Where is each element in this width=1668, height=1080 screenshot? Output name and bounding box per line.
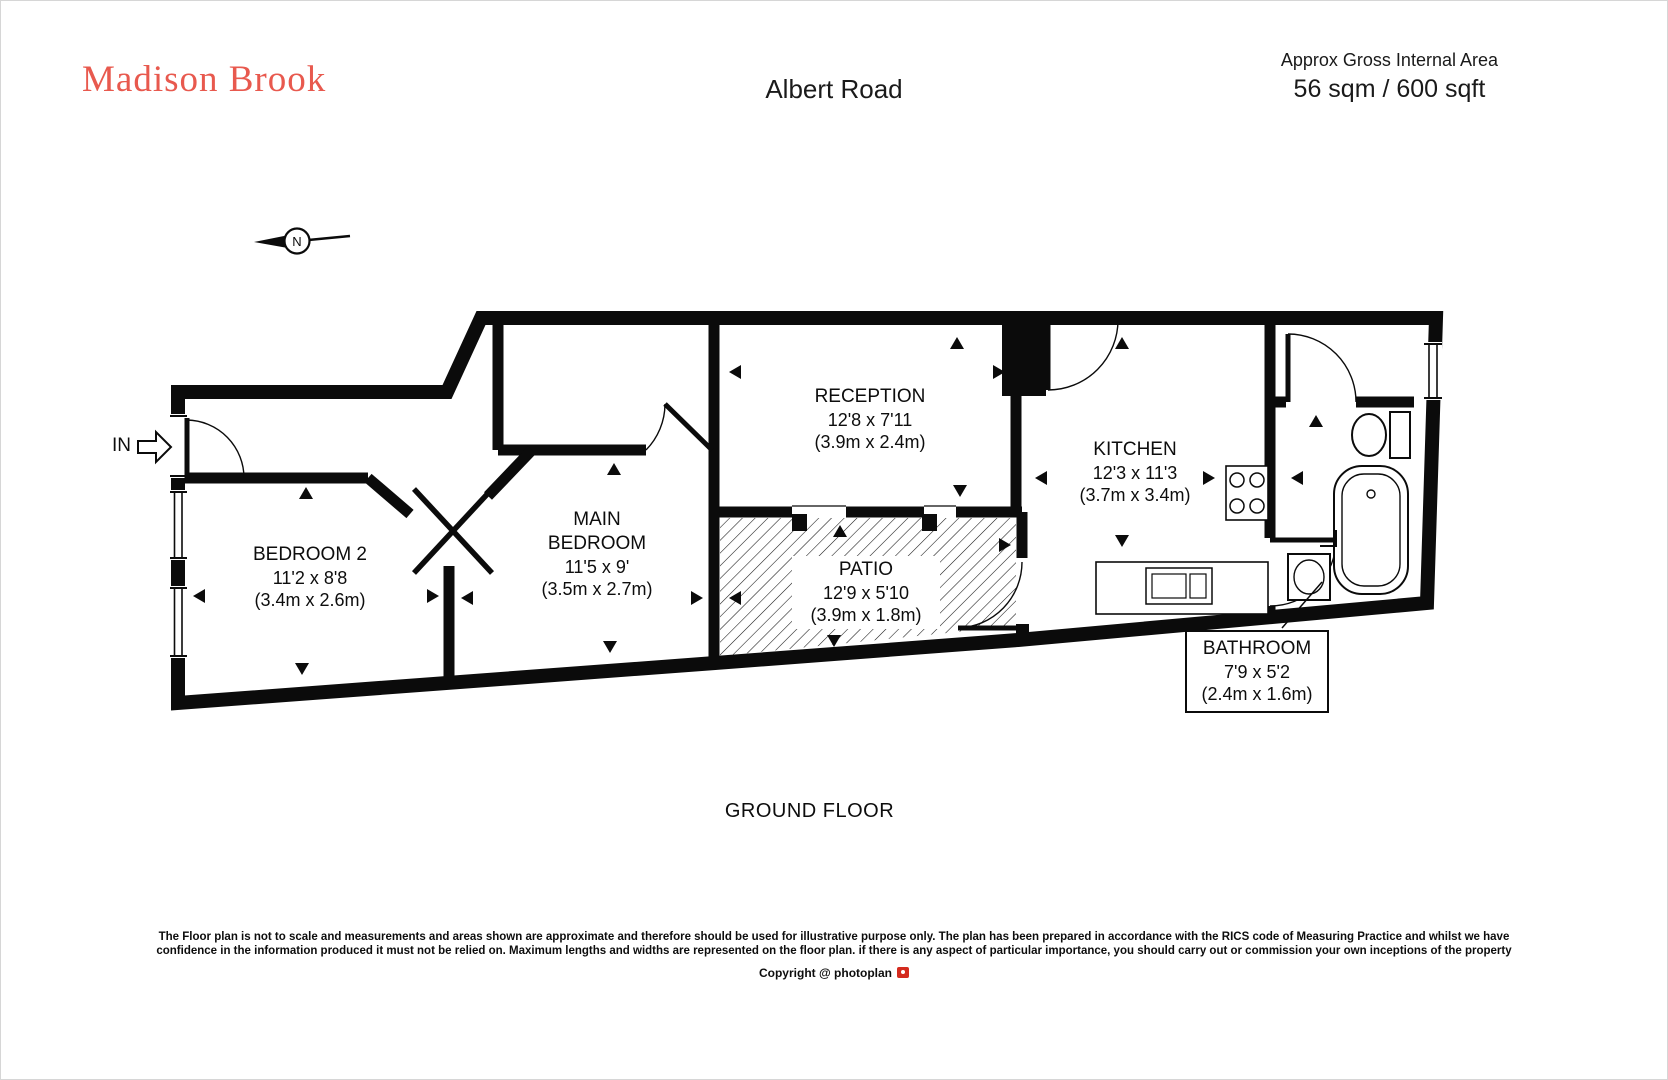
room-dims-ft: 12'9 x 5'10 — [823, 582, 909, 603]
room-name: RECEPTION — [814, 386, 926, 407]
room-label-reception: RECEPTION 12'8 x 7'11 (3.9m x 2.4m) — [775, 385, 965, 454]
measurement-arrows — [193, 337, 1323, 675]
room-dims-ft: 12'8 x 7'11 — [827, 409, 913, 430]
toilet-icon — [1351, 411, 1411, 459]
disclaimer-line-2: confidence in the information produced i… — [156, 945, 1512, 958]
closet-door — [663, 402, 714, 452]
room-dims-m: (3.4m x 2.6m) — [254, 590, 366, 611]
page-title: Albert Road — [765, 74, 903, 104]
floor-label: GROUND FLOOR — [724, 800, 895, 822]
kitchen-fixtures — [1095, 465, 1269, 615]
room-name: MAIN BEDROOM — [547, 509, 647, 554]
bathroom-label-pointer — [1281, 581, 1323, 629]
room-dims-ft: 7'9 x 5'2 — [1224, 661, 1290, 682]
disclaimer-line-1: The Floor plan is not to scale and measu… — [158, 931, 1510, 943]
room-label-main-bedroom: MAIN BEDROOM 11'5 x 9' (3.5m x 2.7m) — [530, 508, 664, 601]
bathroom-sink-icon — [1287, 553, 1331, 601]
entrance-in-label: IN — [112, 435, 131, 456]
room-dims-m: (3.9m x 2.4m) — [814, 432, 926, 453]
room-name: KITCHEN — [1093, 439, 1177, 460]
photoplan-brand: photoplan — [834, 965, 893, 980]
kitchen-sink-icon — [1145, 567, 1213, 605]
doors — [184, 319, 1357, 631]
room-dims-ft: 12'3 x 11'3 — [1092, 462, 1178, 483]
room-name: BATHROOM — [1202, 638, 1312, 659]
compass-north-letter: N — [292, 234, 301, 249]
room-name: PATIO — [838, 559, 894, 580]
bathtub-icon — [1333, 465, 1409, 595]
room-dims-ft: 11'2 x 8'8 — [272, 567, 348, 588]
compass-icon: N — [254, 227, 351, 255]
room-label-bedroom-2: BEDROOM 2 11'2 x 8'8 (3.4m x 2.6m) — [215, 543, 405, 612]
room-dims-ft: 11'5 x 9' — [564, 556, 630, 577]
interior-walls — [182, 318, 1414, 686]
photoplan-icon — [897, 966, 910, 978]
gross-internal-area: Approx Gross Internal Area 56 sqm / 600 … — [1281, 50, 1498, 104]
room-label-kitchen: KITCHEN 12'3 x 11'3 (3.7m x 3.4m) — [1040, 438, 1230, 507]
disclaimer: The Floor plan is not to scale and measu… — [0, 930, 1668, 981]
copyright-label: Copyright @ — [758, 965, 831, 980]
room-label-bathroom: BATHROOM 7'9 x 5'2 (2.4m x 1.6m) — [1185, 630, 1329, 713]
area-value: 56 sqm / 600 sqft — [1293, 75, 1486, 103]
room-dims-m: (3.5m x 2.7m) — [541, 579, 653, 599]
bathroom-fixtures — [1287, 411, 1411, 601]
hall-double-doors — [411, 487, 495, 575]
room-label-patio: PATIO 12'9 x 5'10 (3.9m x 1.8m) — [792, 556, 940, 629]
area-label: Approx Gross Internal Area — [1280, 50, 1498, 70]
room-dims-m: (3.9m x 1.8m) — [810, 605, 922, 626]
in-arrow-icon — [137, 429, 173, 465]
room-name: BEDROOM 2 — [252, 544, 368, 565]
copyright-line: Copyright @ photoplan — [0, 966, 1668, 981]
agency-logo: Madison Brook — [82, 59, 327, 100]
windows — [170, 342, 1442, 658]
hob-icon — [1225, 465, 1269, 521]
room-dims-m: (2.4m x 1.6m) — [1201, 684, 1313, 705]
shower-corner-mark — [1320, 530, 1337, 547]
room-dims-m: (3.7m x 3.4m) — [1079, 485, 1191, 506]
